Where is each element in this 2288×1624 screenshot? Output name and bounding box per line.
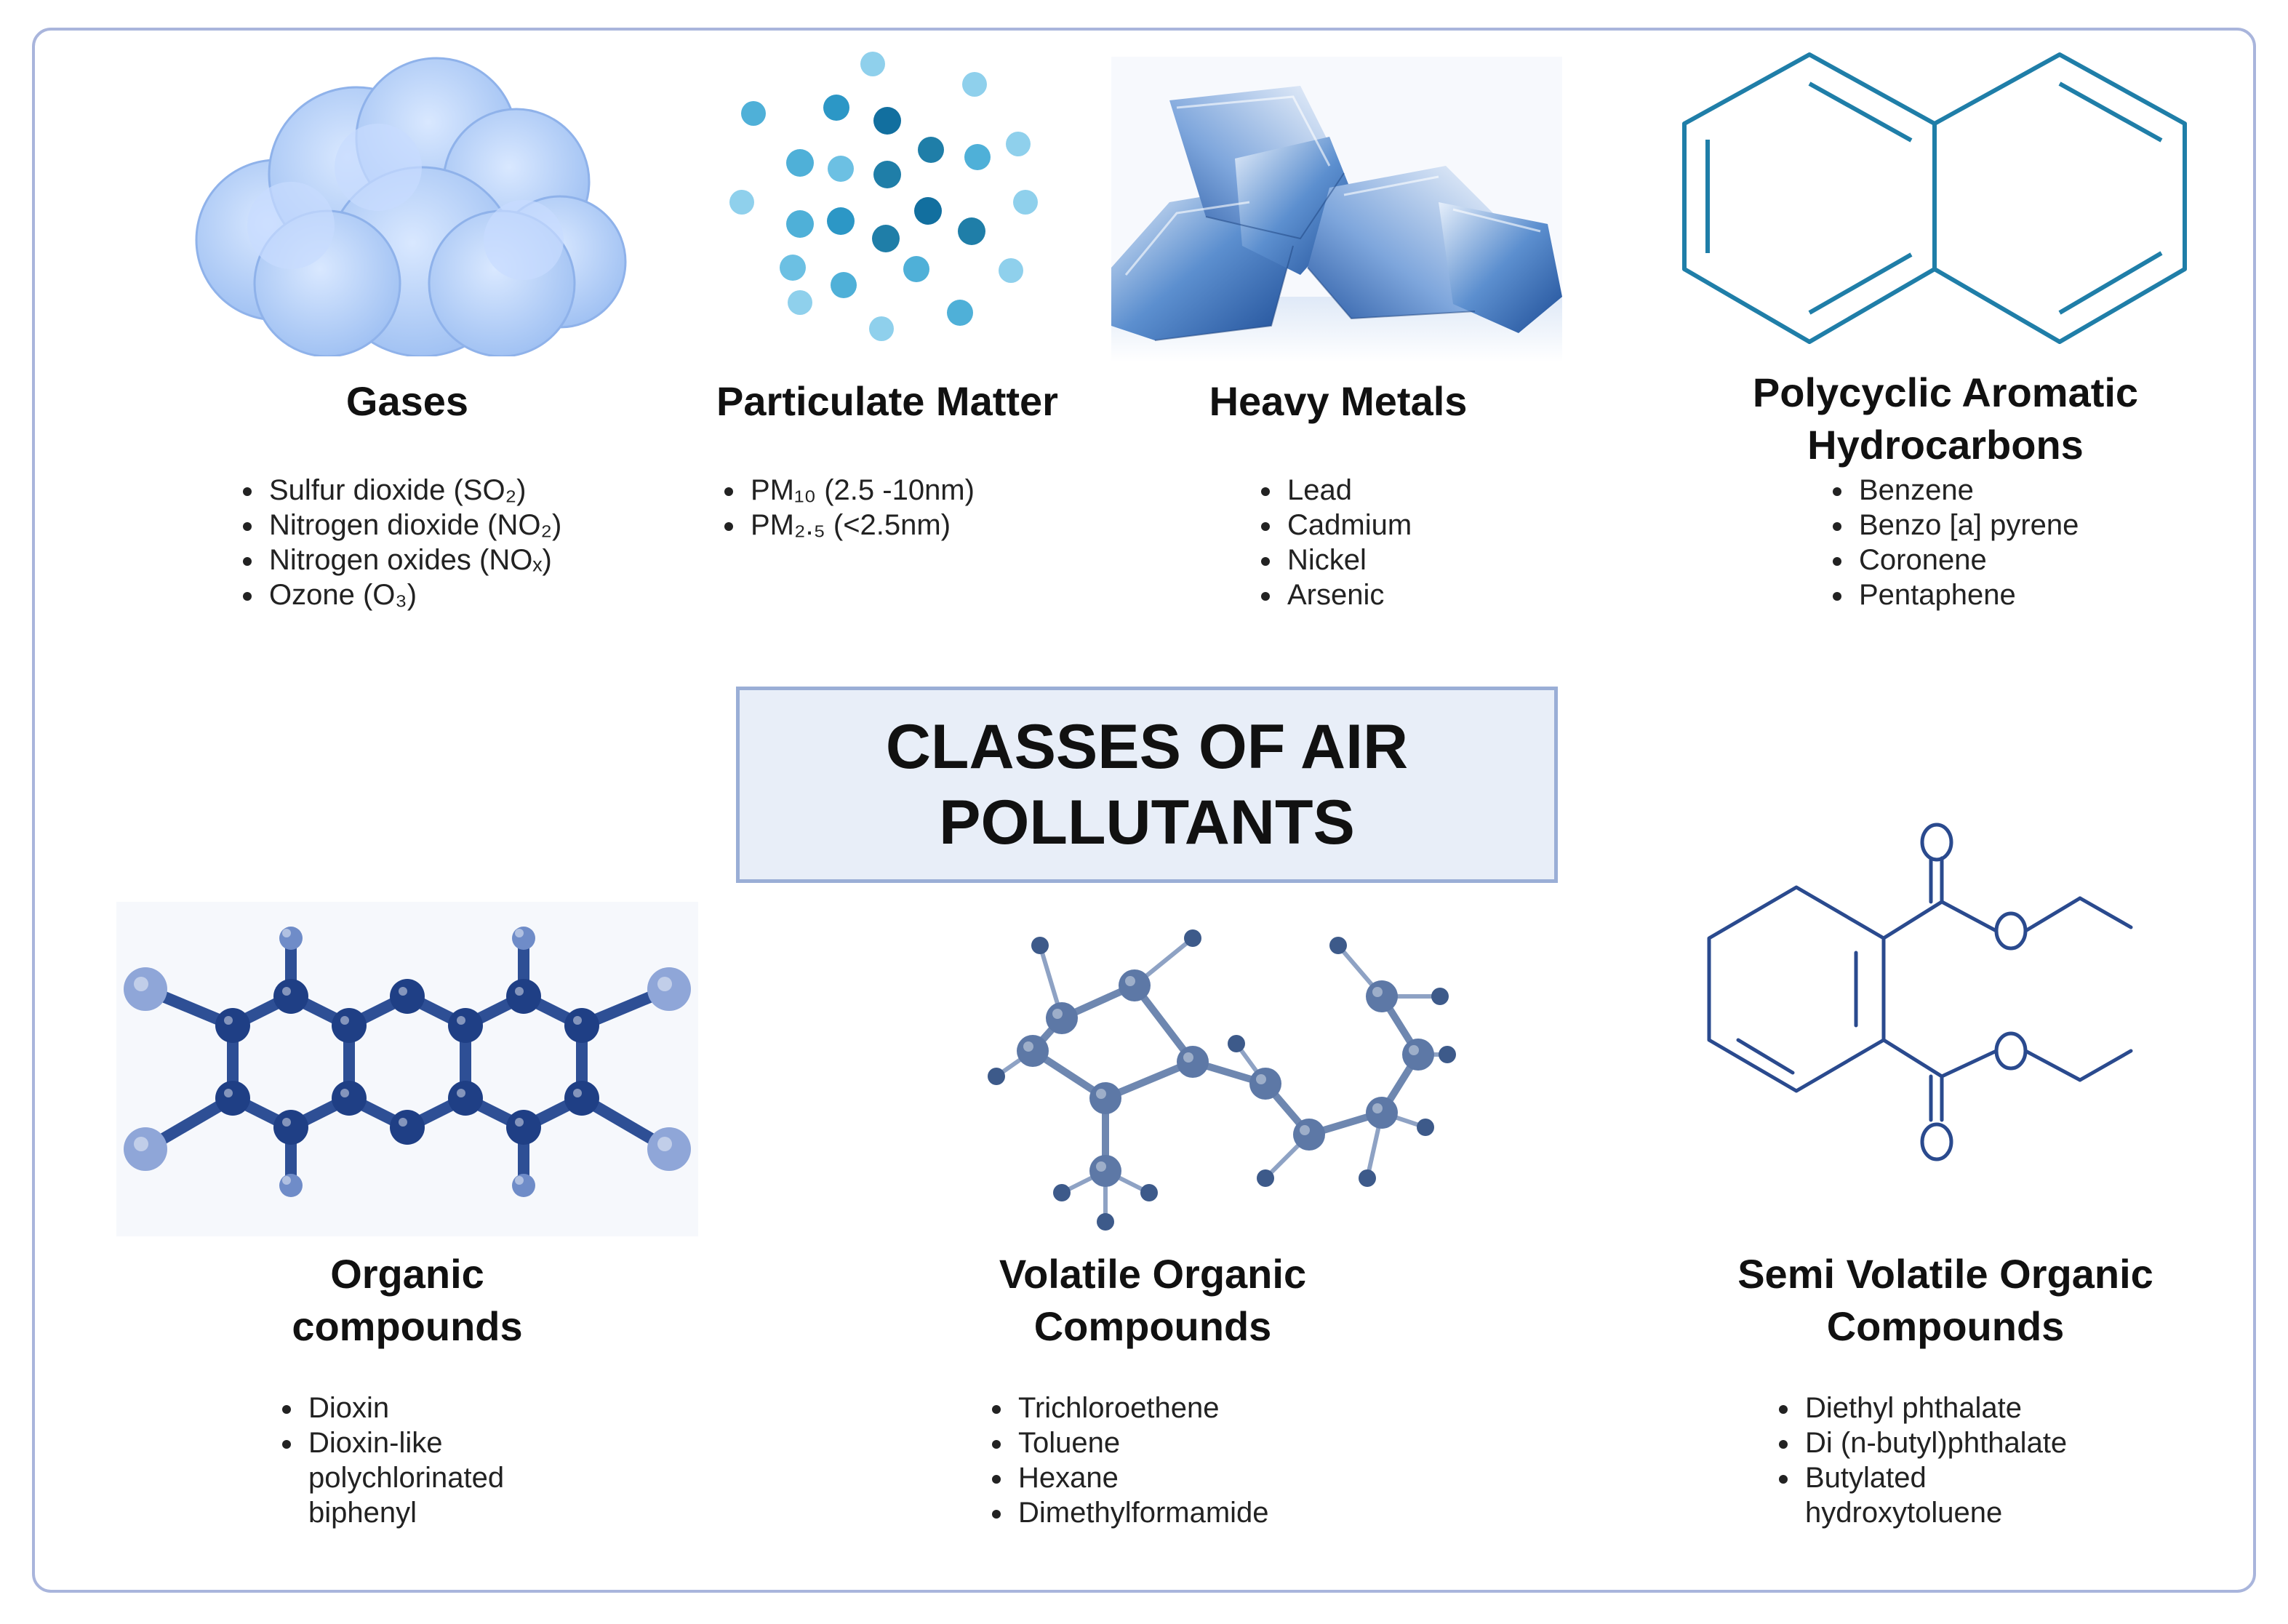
list-item: PM₂.₅ (<2.5nm)	[746, 508, 975, 543]
pah-list: Benzene Benzo [a] pyrene Coronene Pentap…	[1820, 473, 2079, 612]
class-title-voc: Volatile Organic Compounds	[999, 1251, 1307, 1349]
main-title: CLASSES OF AIR POLLUTANTS	[885, 712, 1409, 857]
particulate-matter-list: PM₁₀ (2.5 -10nm) PM₂.₅ (<2.5nm)	[711, 473, 975, 543]
list-item: Hexane	[1014, 1460, 1269, 1495]
diagram-frame	[32, 28, 2256, 1593]
cloud-icon	[182, 51, 633, 356]
class-title-svoc: Semi Volatile Organic Compounds	[1737, 1251, 2153, 1349]
list-item: Benzo [a] pyrene	[1855, 508, 2079, 543]
class-title-organic-compounds: Organic compounds	[292, 1251, 523, 1349]
list-item: Lead	[1283, 473, 1412, 508]
list-item: Dimethylformamide	[1014, 1495, 1269, 1530]
heavy-metals-list: Lead Cadmium Nickel Arsenic	[1248, 473, 1412, 612]
gases-list: Sulfur dioxide (SO₂) Nitrogen dioxide (N…	[230, 473, 561, 612]
list-item: Cadmium	[1283, 508, 1412, 543]
list-item: Ozone (O₃)	[265, 577, 561, 612]
list-item: PM₁₀ (2.5 -10nm)	[746, 473, 975, 508]
list-item: Butylated hydroxytoluene	[1801, 1460, 2045, 1530]
phthalate-icon	[1695, 822, 2204, 1244]
metal-icon	[1111, 57, 1562, 362]
voc-molecule-icon	[975, 916, 1469, 1236]
list-item: Coronene	[1855, 543, 2079, 577]
list-item: Dioxin-like polychlorinated biphenyl	[304, 1425, 527, 1530]
voc-list: Trichloroethene Toluene Hexane Dimethylf…	[979, 1391, 1269, 1530]
list-item: Nitrogen oxides (NOₓ)	[265, 543, 561, 577]
list-item: Diethyl phthalate	[1801, 1391, 2121, 1425]
list-item: Trichloroethene	[1014, 1391, 1269, 1425]
list-item: Dioxin	[304, 1391, 609, 1425]
list-item: Toluene	[1014, 1425, 1269, 1460]
list-item: Di (n-butyl)phthalate	[1801, 1425, 2121, 1460]
class-title-gases: Gases	[345, 378, 469, 424]
list-item: Pentaphene	[1855, 577, 2079, 612]
svoc-list: Diethyl phthalate Di (n-butyl)phthalate …	[1766, 1391, 2121, 1530]
organic-compounds-list: Dioxin Dioxin-like polychlorinated biphe…	[269, 1391, 609, 1530]
main-title-box: CLASSES OF AIR POLLUTANTS	[736, 687, 1558, 883]
class-title-pah: Polycyclic Aromatic Hydrocarbons	[1752, 369, 2139, 468]
list-item: Benzene	[1855, 473, 2079, 508]
dioxin-molecule-icon	[116, 902, 698, 1236]
class-title-heavy-metals: Heavy Metals	[1209, 378, 1468, 424]
list-item: Arsenic	[1283, 577, 1412, 612]
list-item: Nitrogen dioxide (NO₂)	[265, 508, 561, 543]
list-item: Sulfur dioxide (SO₂)	[265, 473, 561, 508]
list-item: Nickel	[1283, 543, 1412, 577]
naphthalene-icon	[1665, 44, 2225, 364]
class-title-particulate-matter: Particulate Matter	[716, 378, 1058, 424]
particles-icon	[720, 44, 1055, 356]
